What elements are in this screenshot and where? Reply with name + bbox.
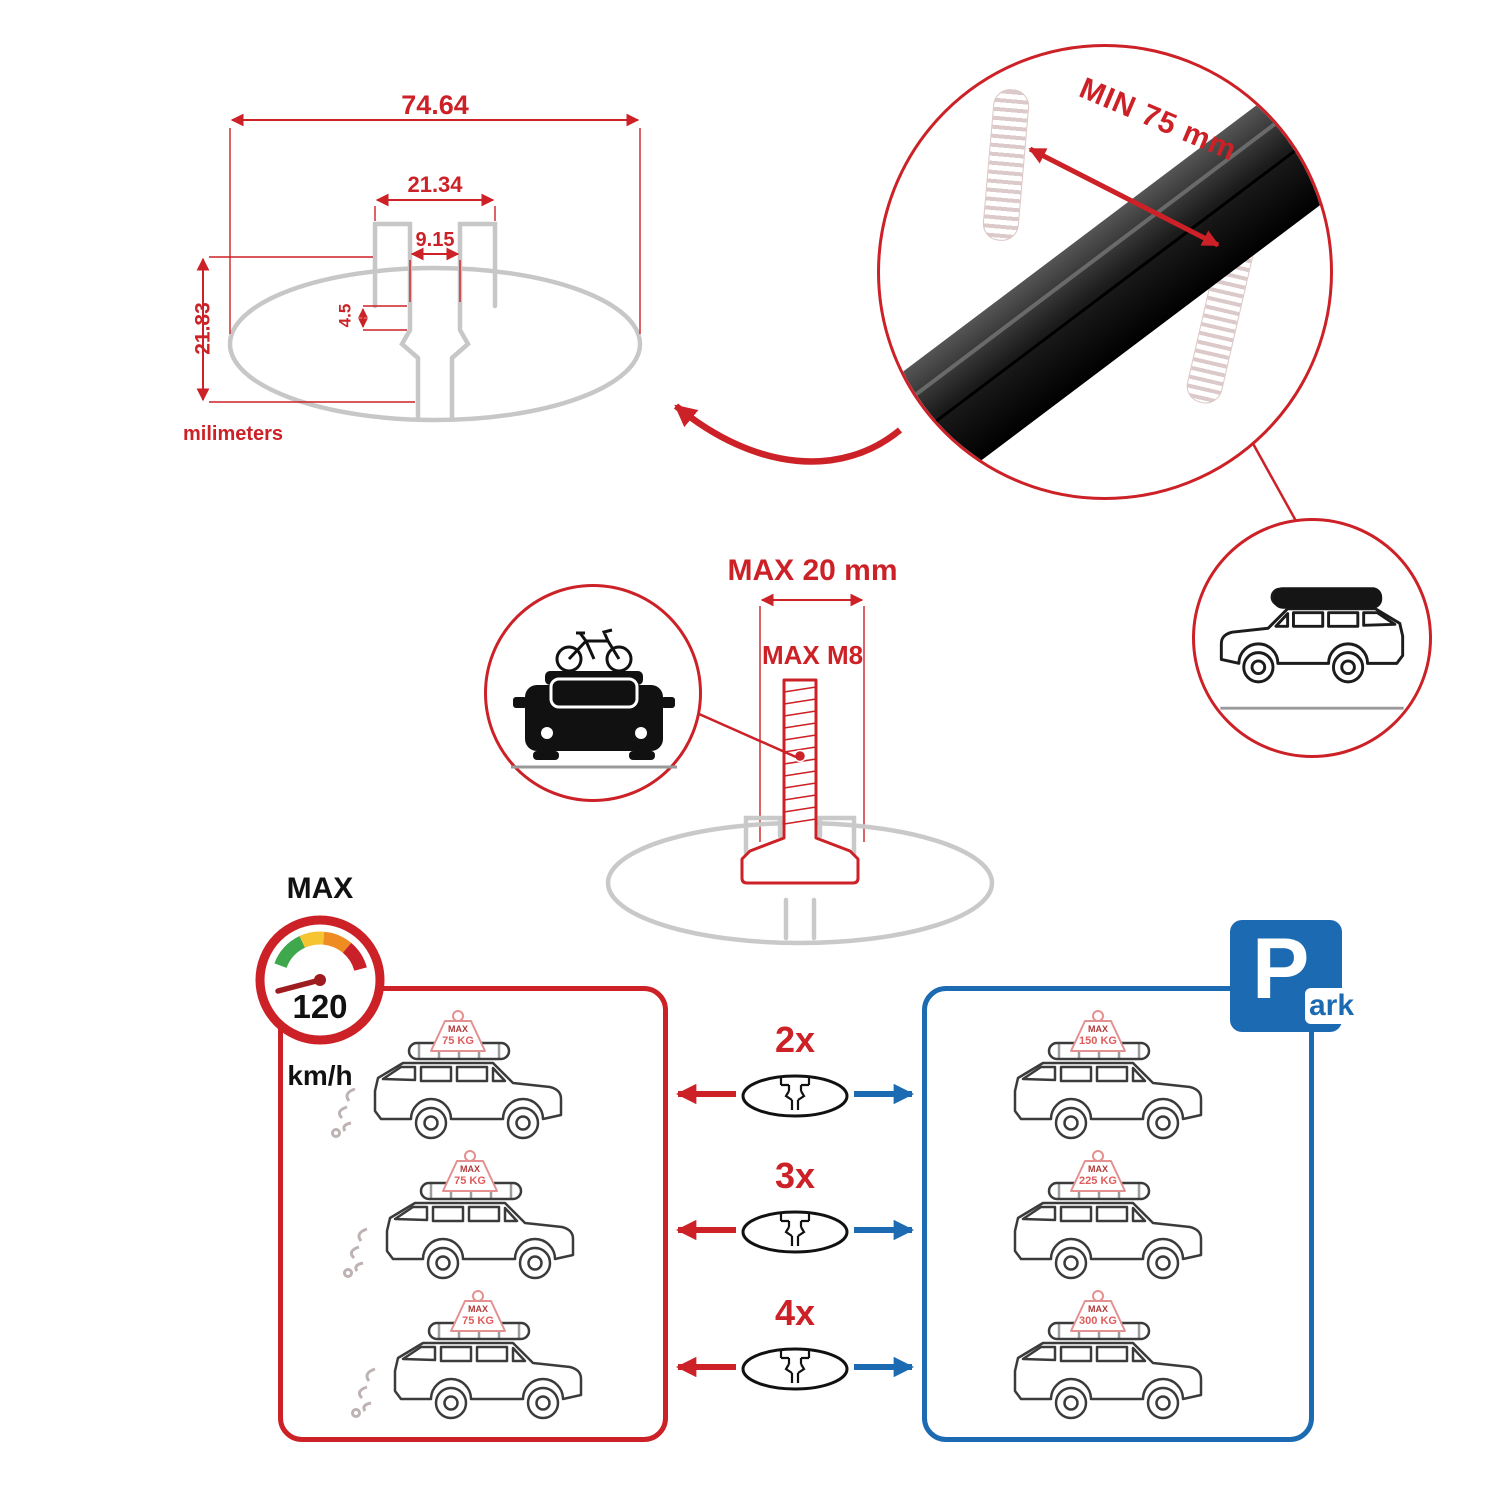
tag-load-value: 150 KG [1079, 1035, 1117, 1047]
tag-load-value: 75 KG [442, 1035, 474, 1047]
crossbar-profile-arrows [675, 1210, 915, 1254]
tag-load-value: 75 KG [454, 1175, 486, 1187]
tag-max-label: MAX [1088, 1304, 1108, 1314]
bike-on-car-circle [484, 584, 702, 802]
quantity-label: 3x [774, 1155, 816, 1196]
speed-unit: km/h [287, 1060, 353, 1091]
parked-car-3: MAX 300 KG [993, 1290, 1223, 1431]
tag-load-value: 225 KG [1079, 1175, 1117, 1187]
arrow-to-dimension-drawing [673, 403, 903, 465]
max-load-tag: MAX 225 KG [1063, 1149, 1133, 1195]
tag-load-value: 75 KG [462, 1315, 494, 1327]
crossbar-closeup-circle: MIN 75 mm [877, 44, 1333, 500]
load-tag-shape [430, 1010, 486, 1052]
load-tag-shape [442, 1150, 498, 1192]
max-load-tag: MAX 75 KG [435, 1149, 505, 1195]
exhaust-smoke-icon [339, 1223, 379, 1279]
load-tag-shape [1070, 1150, 1126, 1192]
park-sign-suffix: ark [1304, 988, 1358, 1024]
load-tag-shape [450, 1290, 506, 1332]
driving-car-2: MAX 75 KG [365, 1150, 595, 1291]
max-load-tag: MAX 300 KG [1063, 1289, 1133, 1335]
driving-load-box: MAX 75 KG MAX 75 KG [278, 986, 668, 1442]
speed-max-label: MAX [286, 872, 354, 905]
tag-max-label: MAX [1088, 1024, 1108, 1034]
min-length-arrow [1028, 146, 1220, 248]
cross-section-diagram [196, 113, 643, 423]
quantity-label: 2x [774, 1019, 816, 1060]
parked-load-box: MAX 150 KG MAX 225 KG [922, 986, 1314, 1442]
crossbar-profile-arrows [675, 1074, 915, 1118]
max-load-tag: MAX 75 KG [423, 1009, 493, 1055]
dim-total-height: 21.83 [191, 302, 215, 355]
park-sign: P ark [1230, 920, 1358, 1032]
max-load-tag: MAX 75 KG [443, 1289, 513, 1335]
dim-lip-depth: 4.5 [335, 303, 355, 328]
crossbar-quantity-row-4x: 4x [666, 1295, 924, 1402]
bolt-thread-label: MAX M8 [761, 640, 864, 670]
max-load-tag: MAX 150 KG [1063, 1009, 1133, 1055]
parked-car-2: MAX 225 KG [993, 1150, 1223, 1291]
dim-slot-width: 9.15 [415, 229, 455, 251]
bolt-max-width-label: MAX 20 mm [727, 554, 898, 587]
driving-car-1: MAX 75 KG [353, 1010, 583, 1151]
dim-total-width: 74.64 [401, 90, 469, 120]
crossbar-quantity-row-2x: 2x [666, 1022, 924, 1129]
car-front-with-bike-illustration [511, 628, 677, 769]
dim-unit-label: milimeters [183, 423, 284, 445]
parked-car-1: MAX 150 KG [993, 1010, 1223, 1151]
crossbar-cross-section-drawing: 74.64 21.34 9.15 4.5 21.83 milimeters [175, 92, 675, 456]
tag-max-label: MAX [1088, 1164, 1108, 1174]
roofbox-car-circle [1192, 518, 1432, 758]
tag-load-value: 300 KG [1079, 1315, 1117, 1327]
driving-car-3: MAX 75 KG [373, 1290, 603, 1431]
suv-with-roofbox-illustration [1219, 587, 1405, 710]
dim-channel-width: 21.34 [407, 172, 463, 197]
crossbar-quantity-row-3x: 3x [666, 1158, 924, 1265]
t-bolt-in-profile-drawing [605, 678, 995, 946]
load-tag-shape [1070, 1010, 1126, 1052]
speedometer-icon [255, 915, 385, 1045]
tag-max-label: MAX [448, 1024, 468, 1034]
speed-value: 120 [292, 988, 348, 1025]
tag-max-label: MAX [460, 1164, 480, 1174]
park-sign-letter: P [1252, 921, 1310, 1017]
quantity-label: 4x [774, 1292, 816, 1333]
exhaust-smoke-icon [347, 1363, 387, 1419]
load-tag-shape [1070, 1290, 1126, 1332]
crossbar-profile-arrows [675, 1347, 915, 1391]
tag-max-label: MAX [468, 1304, 488, 1314]
speed-limit-gauge: MAX 120 km/h [250, 872, 390, 1104]
